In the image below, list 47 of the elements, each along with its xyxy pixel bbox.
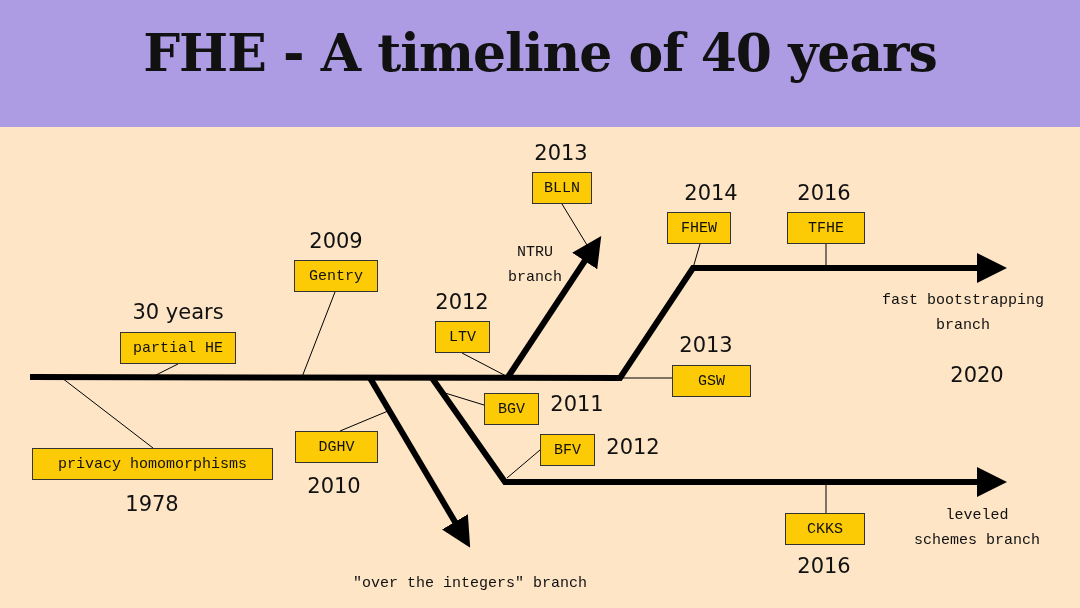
year-label: 2013 — [679, 333, 733, 357]
event-box — [540, 434, 595, 466]
event-name: GSW — [698, 372, 725, 390]
event-box — [785, 513, 865, 545]
year-label: 1978 — [125, 492, 179, 516]
event-box — [672, 365, 751, 397]
leader-line — [506, 449, 541, 479]
year-label: 2020 — [949, 363, 1005, 387]
event-name: FHEW — [681, 219, 717, 237]
event-name: DGHV — [318, 438, 355, 456]
event-box — [32, 448, 273, 480]
year-label: 2012 — [606, 435, 660, 459]
year-label: 2016 — [797, 181, 851, 205]
event-box — [484, 393, 539, 425]
branch-label: "over the integers" branch — [351, 574, 588, 594]
event-name: partial HE — [133, 339, 223, 357]
year-label: 2013 — [534, 141, 588, 165]
event-box — [532, 172, 592, 204]
event-name: CKKS — [807, 520, 843, 538]
year-label: 2009 — [309, 229, 363, 253]
leader-line — [61, 377, 154, 449]
event-box — [294, 260, 378, 292]
title: FHE - A timeline of 40 years — [142, 22, 938, 83]
event-box — [435, 321, 490, 353]
event-name: privacy homomorphisms — [58, 455, 247, 473]
year-label: 2014 — [684, 181, 738, 205]
event-name: Gentry — [309, 267, 363, 285]
leader-line — [339, 410, 389, 432]
year-label: 30 years — [132, 300, 224, 324]
year-label: 2016 — [797, 554, 851, 578]
event-name: BFV — [554, 441, 581, 459]
year-label: 2011 — [550, 392, 604, 416]
event-box — [295, 431, 378, 463]
branch-label: leveled schemes branch — [913, 506, 1041, 551]
year-label: 2010 — [307, 474, 361, 498]
branch-label: fast bootstrapping branch — [881, 291, 1045, 336]
event-name: BLLN — [544, 179, 580, 197]
event-box — [787, 212, 865, 244]
event-box — [667, 212, 731, 244]
event-name: LTV — [449, 328, 476, 346]
event-name: BGV — [498, 400, 525, 418]
leader-line — [444, 392, 485, 406]
event-name: TFHE — [808, 219, 844, 237]
event-box — [120, 332, 236, 364]
leader-line — [301, 291, 336, 378]
year-label: 2012 — [435, 290, 489, 314]
branch-label: NTRU branch — [507, 243, 563, 288]
